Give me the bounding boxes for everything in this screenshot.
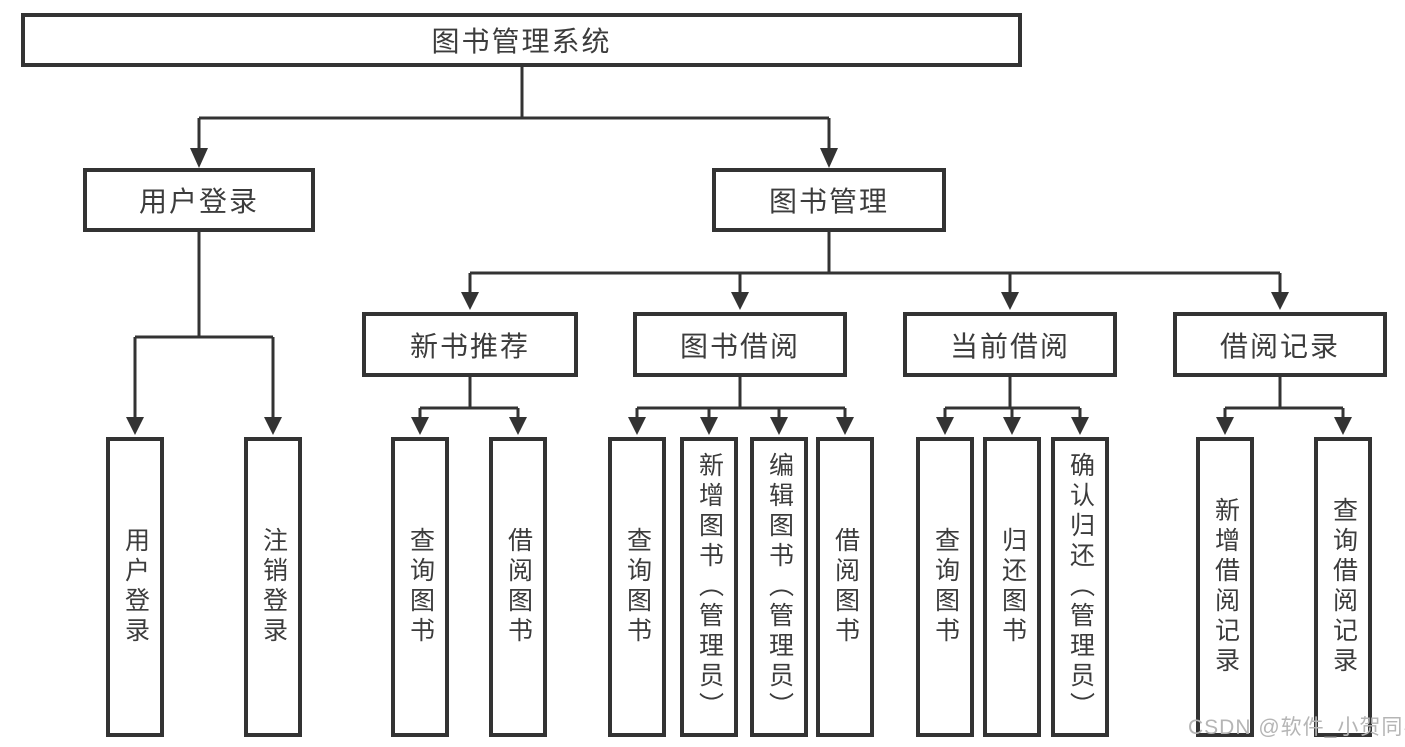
leaf-user-login: 用户登录: [106, 437, 164, 737]
node-book-borrow: 图书借阅: [633, 312, 847, 377]
leaf-query-books-1: 查询图书: [391, 437, 449, 737]
node-borrow-records: 借阅记录: [1173, 312, 1387, 377]
node-new-book-recommend: 新书推荐: [362, 312, 578, 377]
leaf-borrow-books-2: 借阅图书: [816, 437, 874, 737]
leaf-add-books-admin: 新增图书（管理员）: [680, 437, 738, 737]
node-library-management-system: 图书管理系统: [21, 13, 1022, 67]
leaf-add-borrow-record: 新增借阅记录: [1196, 437, 1254, 737]
leaf-return-books: 归还图书: [983, 437, 1041, 737]
node-user-login: 用户登录: [83, 168, 315, 232]
leaf-query-books-2: 查询图书: [608, 437, 666, 737]
leaf-query-borrow-record: 查询借阅记录: [1314, 437, 1372, 737]
leaf-query-books-3: 查询图书: [916, 437, 974, 737]
leaf-edit-books-admin: 编辑图书（管理员）: [750, 437, 808, 737]
node-current-borrow: 当前借阅: [903, 312, 1117, 377]
leaf-borrow-books-1: 借阅图书: [489, 437, 547, 737]
leaf-confirm-return-admin: 确认归还（管理员）: [1051, 437, 1109, 737]
tree-connectors: [133, 67, 1345, 421]
node-book-management: 图书管理: [712, 168, 946, 232]
leaf-logout: 注销登录: [244, 437, 302, 737]
csdn-watermark: CSDN @软件_小贺同学: [1188, 716, 1405, 739]
